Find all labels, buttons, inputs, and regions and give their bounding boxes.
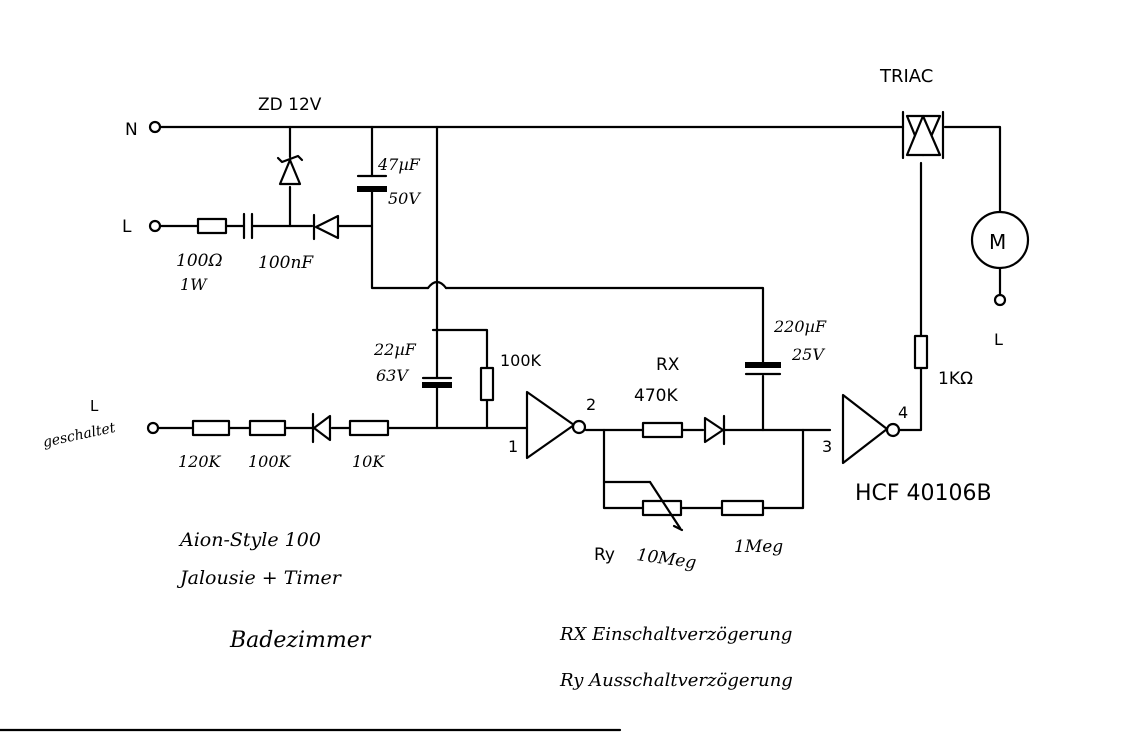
neutral-label: N bbox=[125, 120, 138, 140]
capacitor-22uf-icon bbox=[421, 376, 453, 388]
zener-label: ZD 12V bbox=[258, 95, 322, 115]
res100ohm-power-label: 1W bbox=[180, 275, 208, 294]
resistor-1meg-icon bbox=[720, 499, 765, 517]
res100ohm-value-label: 100Ω bbox=[176, 251, 223, 271]
ry-value-label: 10Meg bbox=[635, 545, 697, 573]
potentiometer-ry-icon bbox=[641, 480, 684, 532]
note-function: Jalousie + Timer bbox=[176, 567, 343, 589]
resistor-100k-bottom-icon bbox=[248, 419, 287, 437]
pin2-label: 2 bbox=[586, 395, 596, 414]
res100k-top-wire bbox=[431, 328, 489, 370]
res10k-label: 10K bbox=[352, 452, 385, 471]
capacitor-220uf-icon bbox=[744, 362, 782, 376]
res120k-label: 120K bbox=[178, 452, 222, 471]
resistor-120k-icon bbox=[191, 419, 231, 437]
res100k-bottom-label: 100K bbox=[248, 452, 292, 471]
pin4-label: 4 bbox=[898, 403, 908, 422]
resistor-1k-icon bbox=[913, 334, 929, 370]
rx-name-label: RX bbox=[656, 355, 680, 375]
line-label: L bbox=[122, 217, 132, 237]
ground-to-cap220-wire bbox=[444, 286, 765, 366]
switched-line-terminal bbox=[146, 421, 160, 435]
switched-line-note: geschaltet bbox=[42, 420, 118, 451]
triac-label: TRIAC bbox=[879, 66, 933, 87]
pin1-label: 1 bbox=[508, 437, 518, 456]
cap100nf-label: 100nF bbox=[258, 253, 314, 273]
note-room: Badezimmer bbox=[229, 628, 372, 653]
rx-value-label: 470K bbox=[634, 386, 678, 406]
note-model: Aion-Style 100 bbox=[178, 529, 321, 551]
note-ry-function: Ry Ausschaltverzögerung bbox=[559, 670, 793, 691]
inverter-gate-2-icon bbox=[841, 393, 901, 465]
triac-to-motor-wire bbox=[943, 125, 1002, 214]
capacitor-47uf-icon bbox=[356, 174, 388, 192]
cap47-voltage-label: 50V bbox=[388, 189, 421, 208]
rx-diode-icon bbox=[703, 414, 726, 446]
resistor-rx-470k-icon bbox=[641, 421, 684, 439]
ic-part-label: HCF 40106B bbox=[855, 481, 992, 506]
resistor-100ohm-icon bbox=[196, 217, 228, 235]
switched-line-label: L bbox=[90, 397, 99, 415]
1meg-loop-right-wire bbox=[761, 428, 805, 510]
line-terminal bbox=[148, 219, 162, 233]
res100k-top-label: 100K bbox=[500, 351, 542, 370]
note-rx-function: RX Einschaltverzögerung bbox=[559, 624, 792, 645]
cap22-value-label: 22µF bbox=[373, 340, 417, 359]
resistor-10k-icon bbox=[348, 419, 390, 437]
gate2-output-wire bbox=[898, 366, 923, 432]
pin3-label: 3 bbox=[822, 437, 832, 456]
cap22-voltage-label: 63V bbox=[376, 366, 409, 385]
capacitor-100nf-icon bbox=[242, 212, 254, 240]
res1meg-label: 1Meg bbox=[734, 537, 783, 557]
motor-icon bbox=[970, 210, 1030, 270]
motor-label: M bbox=[989, 230, 1006, 254]
input-diode-icon bbox=[311, 412, 332, 444]
cap47-bottom-wire bbox=[370, 190, 430, 290]
inverter-gate-1-icon bbox=[525, 390, 587, 460]
res1k-label: 1KΩ bbox=[938, 369, 973, 389]
triac-icon bbox=[901, 110, 945, 160]
zener-diode-icon bbox=[276, 154, 304, 186]
labels: N L L geschaltet L ZD 12V TRIAC 47µF 50V… bbox=[42, 66, 1007, 691]
ry-loop-left-wire bbox=[602, 428, 645, 510]
neutral-terminal bbox=[148, 120, 162, 134]
motor-line-label: L bbox=[994, 330, 1003, 349]
cap220-value-label: 220µF bbox=[773, 317, 827, 336]
resistor-100k-top-icon bbox=[479, 366, 495, 402]
wires bbox=[156, 125, 1002, 510]
cap220-voltage-label: 25V bbox=[791, 345, 825, 364]
supply-diode-icon bbox=[312, 213, 340, 241]
motor-line-terminal bbox=[993, 293, 1007, 307]
cap47-value-label: 47µF bbox=[377, 155, 421, 174]
ry-name-label: Ry bbox=[594, 545, 615, 565]
